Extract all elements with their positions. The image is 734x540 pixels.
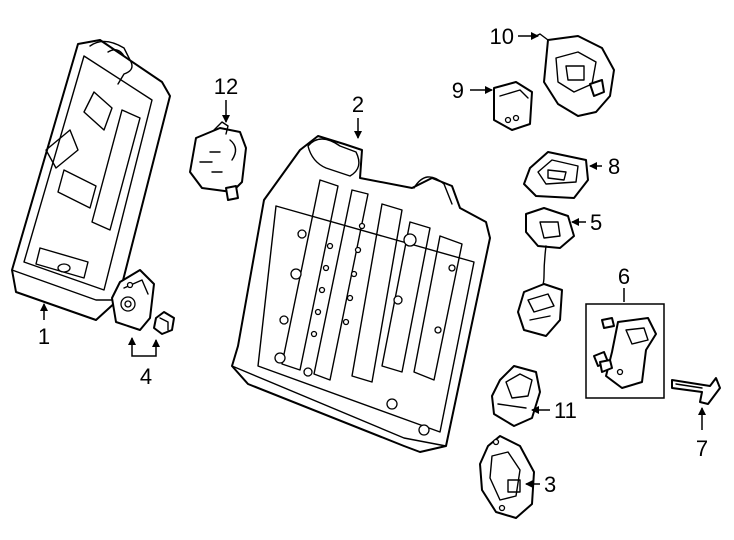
- part-7-hinge-pin: [671, 377, 721, 405]
- callout-1: 1: [38, 324, 50, 349]
- part-8-cover: [523, 151, 589, 199]
- callout-4: 4: [140, 364, 152, 389]
- leader-4b: [146, 339, 160, 357]
- part-3-side-shield: [479, 435, 535, 519]
- callout-3: 3: [544, 472, 556, 497]
- callout-7: 7: [696, 436, 708, 461]
- part-6-panel-kit: [585, 303, 665, 399]
- part-10-recliner-mechanism: [531, 33, 615, 117]
- callout-2: 2: [352, 92, 364, 117]
- callout-6: 6: [618, 264, 630, 289]
- callout-9: 9: [452, 78, 464, 103]
- part-11-trim-cover: [491, 365, 541, 427]
- part-1-seat-back-panel: [11, 39, 171, 321]
- callout-11: 11: [554, 398, 577, 423]
- leader-4a: [128, 337, 146, 357]
- callout-labels: 1 2 3 4 5 6 7 8 9 10 11 12: [38, 24, 708, 497]
- callout-5: 5: [590, 210, 602, 235]
- callout-8: 8: [608, 154, 620, 179]
- callout-12: 12: [214, 74, 238, 99]
- part-5-wire-harness: [517, 207, 575, 337]
- part-12-harness-bracket: [189, 121, 247, 201]
- part-4-bracket-and-clip: [111, 269, 175, 335]
- part-2-seat-back-frame: [231, 135, 491, 453]
- leader-lines: [40, 32, 706, 488]
- part-9-small-bracket: [493, 81, 533, 131]
- callout-10: 10: [490, 24, 514, 49]
